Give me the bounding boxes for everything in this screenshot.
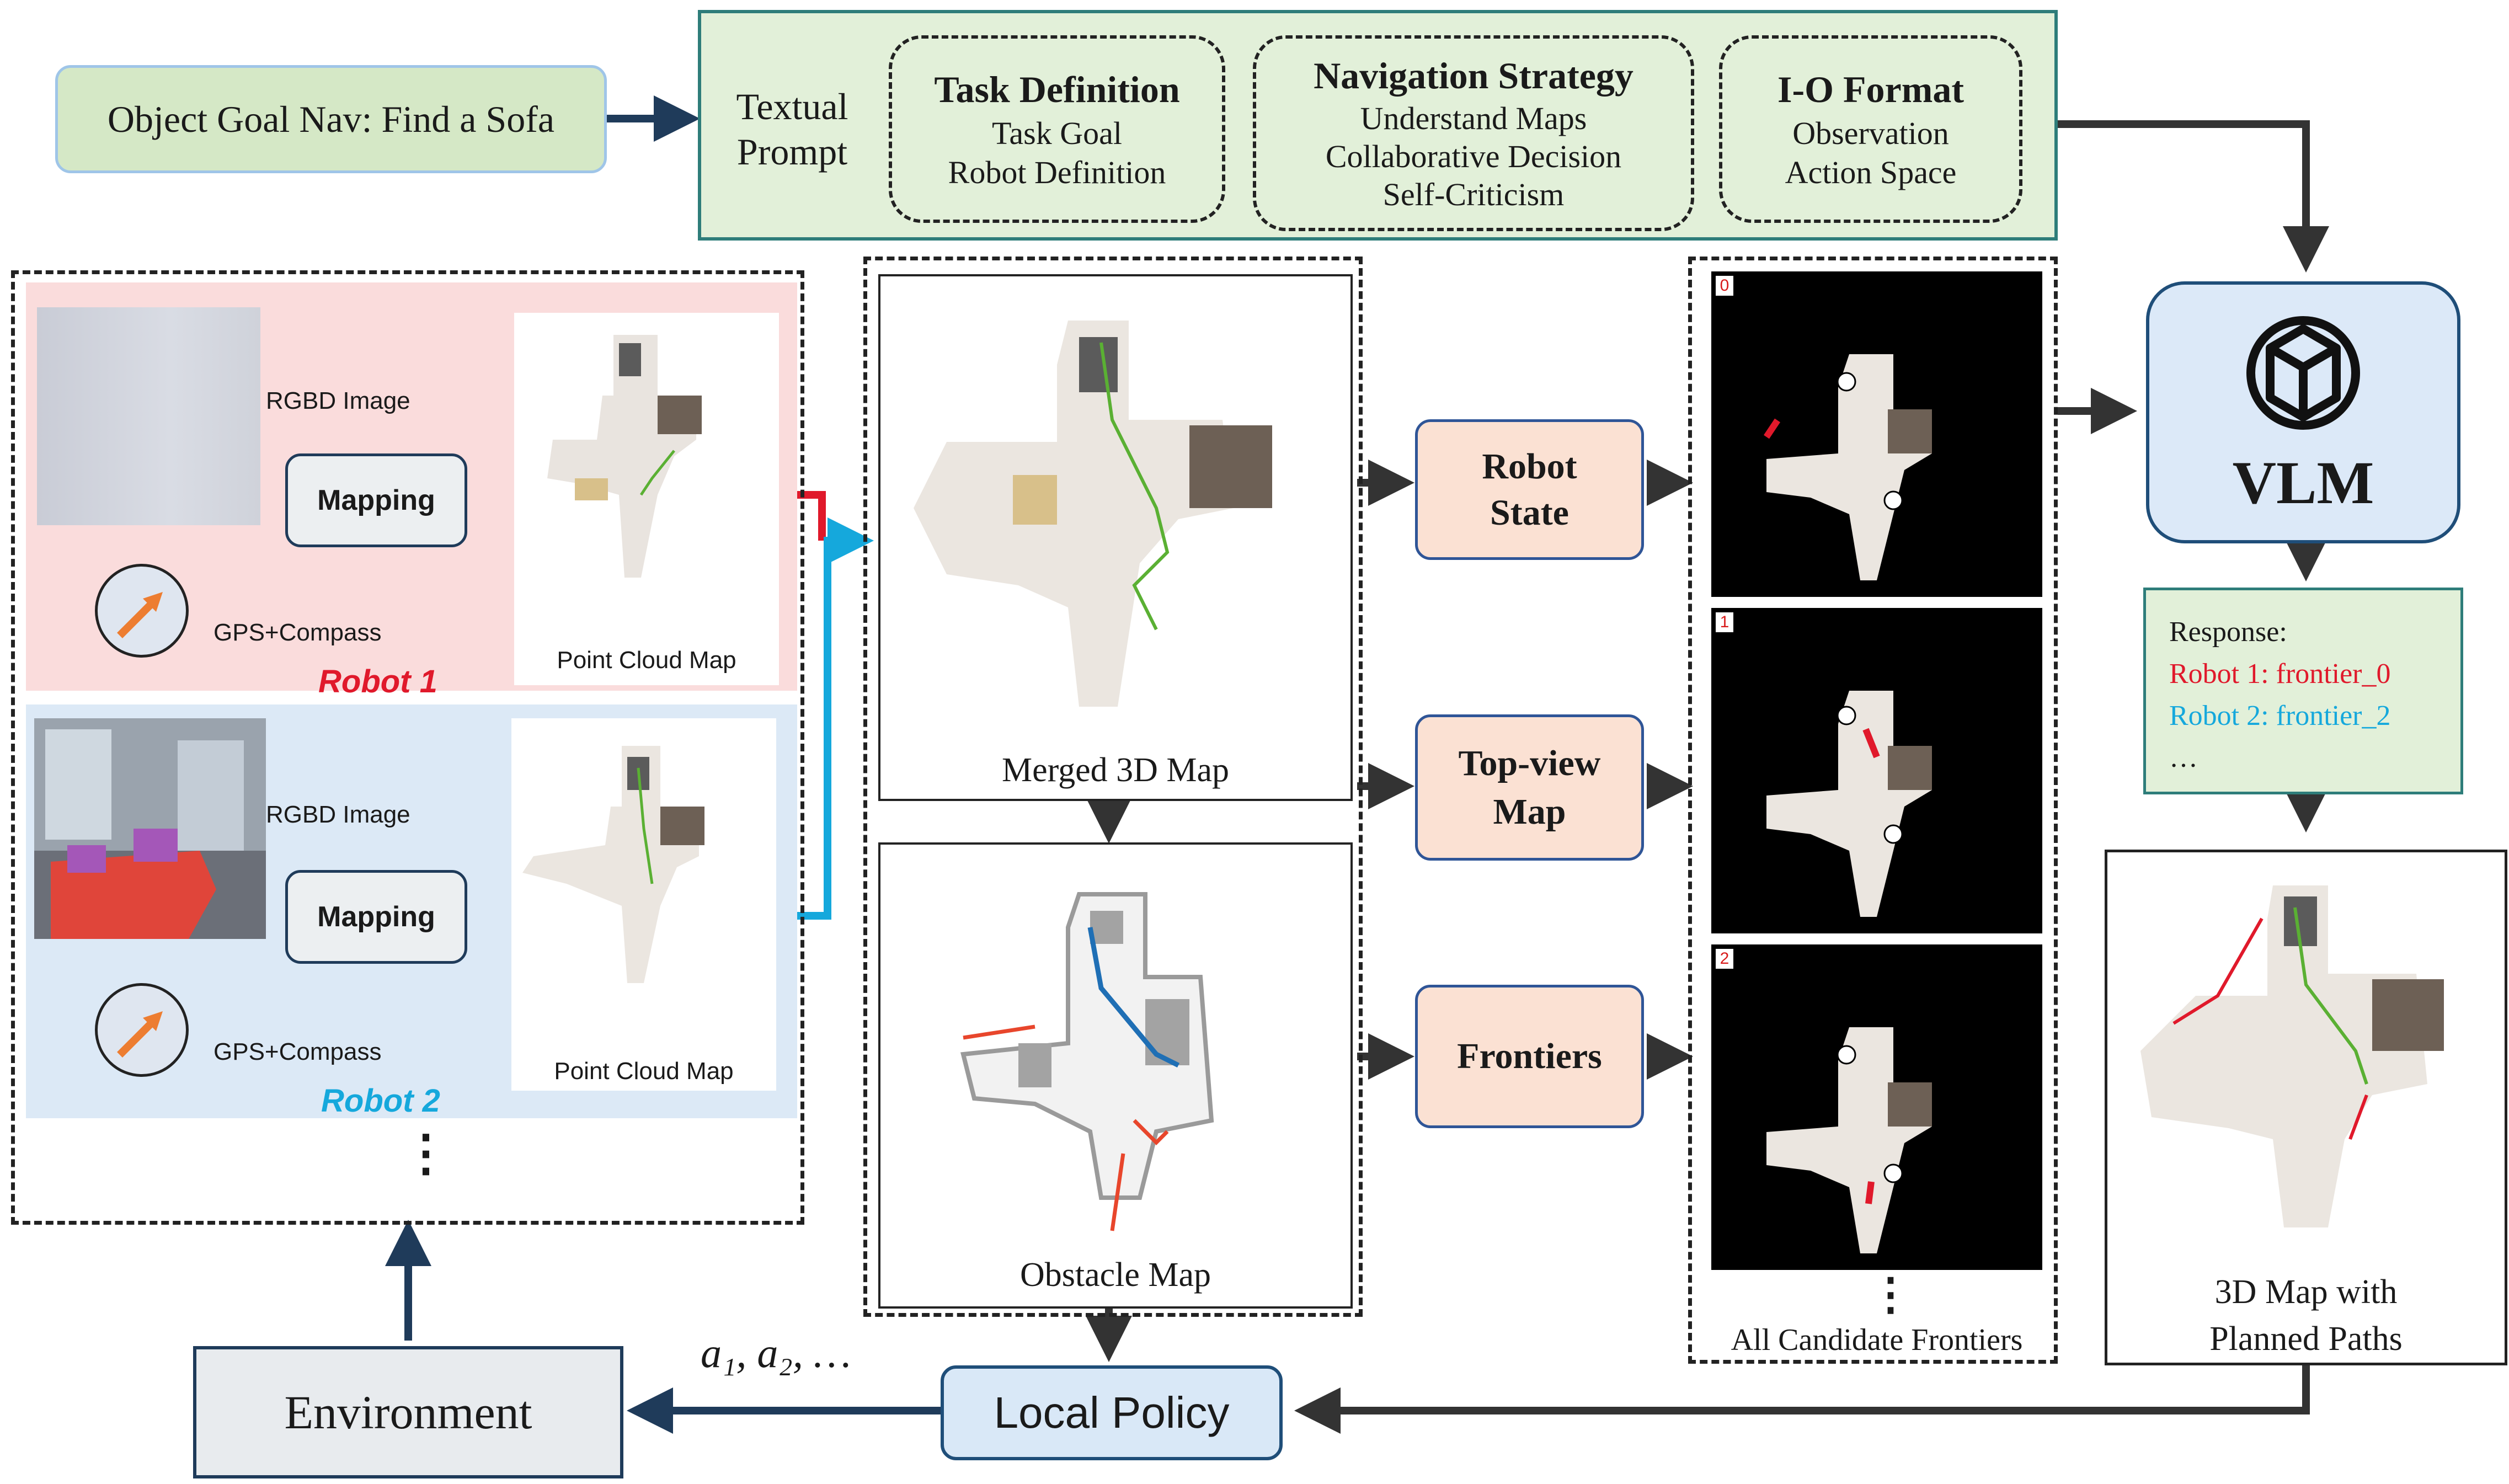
gps-label: GPS+Compass	[213, 1038, 382, 1065]
frontiers-box: Frontiers	[1415, 985, 1644, 1128]
section-item: Action Space	[1785, 154, 1957, 190]
response-line: Robot 1: frontier_0	[2169, 658, 2391, 690]
task-box: Object Goal Nav: Find a Sofa	[55, 65, 607, 173]
section-item: Self-Criticism	[1382, 176, 1565, 212]
robots-container: RGBD Image Mapping GPS+Compass Point Clo…	[11, 270, 804, 1225]
frontier-image	[1766, 1027, 1932, 1253]
frontier-index-tag: 2	[1716, 949, 1733, 969]
map-caption: Point Cloud Map	[554, 1058, 734, 1085]
local-policy-box: Local Policy	[941, 1365, 1283, 1460]
map-column: Merged 3D Map Obstacle Map	[863, 257, 1363, 1317]
frontier-index-tag: 1	[1716, 612, 1733, 632]
robot1-rgbd-thumbnail	[37, 307, 260, 525]
top-view-map-label: Top-view Map	[1458, 743, 1601, 832]
frontier-candidate-1: 1	[1711, 608, 2042, 933]
robot1-panel: RGBD Image Mapping GPS+Compass Point Clo…	[26, 282, 797, 700]
section-io-format: I-O Format Observation Action Space	[1719, 35, 2022, 223]
robot2-name: Robot 2	[321, 1083, 440, 1119]
section-item: Robot Definition	[948, 154, 1166, 190]
section-heading: Task Definition	[934, 68, 1180, 110]
actions-label: a₁, a₂, …	[701, 1330, 851, 1376]
candidate-frontiers-column: 0 1 2 ⋮ All Candidate Frontiers	[1688, 257, 2058, 1364]
frontiers-label: Frontiers	[1457, 1036, 1602, 1076]
arrow-prompt-to-vlm	[2058, 120, 2329, 273]
frontier-image	[1764, 354, 1932, 580]
section-task-definition: Task Definition Task Goal Robot Definiti…	[889, 35, 1225, 223]
section-item: Task Goal	[992, 115, 1122, 151]
response-line: Robot 2: frontier_2	[2169, 700, 2391, 732]
prompt-title: Textual Prompt	[736, 86, 848, 173]
robot2-compass-icon	[95, 983, 189, 1077]
section-item: Understand Maps	[1360, 100, 1587, 136]
wire-robot2-blue	[783, 517, 874, 920]
frontier-index-tag: 0	[1716, 276, 1733, 296]
top-view-map-box: Top-view Map	[1415, 714, 1644, 861]
task-label: Object Goal Nav: Find a Sofa	[107, 98, 555, 140]
section-item: Observation	[1792, 115, 1949, 151]
mapping-label: Mapping	[317, 901, 435, 933]
prompt-panel: Textual Prompt Task Definition Task Goal…	[698, 10, 2058, 241]
vlm-logo-icon	[2246, 316, 2360, 430]
obstacle-map-panel: Obstacle Map	[878, 842, 1353, 1309]
planned-map-image	[2140, 885, 2444, 1227]
environment-label: Environment	[284, 1386, 532, 1439]
robot1-name: Robot 1	[318, 664, 437, 700]
planned-caption-line1: 3D Map with	[2214, 1273, 2398, 1311]
frontier-image	[1766, 691, 1932, 917]
planned-paths-panel: 3D Map with Planned Paths	[2105, 850, 2507, 1365]
robot2-panel: RGBD Image Mapping GPS+Compass Point Clo…	[26, 704, 797, 1119]
section-heading: Navigation Strategy	[1314, 54, 1633, 97]
vlm-label: VLM	[2232, 449, 2374, 516]
frontier-candidate-2: 2	[1711, 944, 2042, 1270]
robot2-mapping-box: Mapping	[285, 870, 467, 964]
obstacle-map-image	[960, 892, 1214, 1231]
response-title: Response:	[2169, 616, 2287, 648]
robot1-mapping-box: Mapping	[285, 453, 467, 547]
map-caption: Point Cloud Map	[557, 647, 736, 674]
local-policy-label: Local Policy	[994, 1388, 1230, 1437]
robot-state-label: Robot State	[1482, 446, 1577, 533]
mapping-label: Mapping	[317, 484, 435, 516]
robot1-compass-icon	[95, 564, 189, 658]
rgbd-label: RGBD Image	[266, 801, 410, 828]
compass-needle	[117, 1011, 163, 1058]
more-robots-ellipsis: ⋮	[401, 1127, 451, 1181]
gps-label: GPS+Compass	[213, 619, 382, 646]
rgbd-scene	[34, 718, 266, 939]
point-cloud-image	[547, 335, 702, 578]
frontier-candidate-0: 0	[1711, 271, 2042, 597]
obstacle-map-caption: Obstacle Map	[1019, 1256, 1211, 1294]
planned-caption-line2: Planned Paths	[2209, 1320, 2403, 1358]
robot2-rgbd-thumbnail	[34, 718, 266, 939]
response-line: …	[2169, 742, 2198, 773]
merged-3d-map-panel: Merged 3D Map	[878, 274, 1353, 801]
section-navigation-strategy: Navigation Strategy Understand Maps Coll…	[1253, 35, 1694, 231]
more-frontiers-ellipsis: ⋮	[1869, 1271, 1913, 1319]
robot1-point-cloud-map: Point Cloud Map	[514, 313, 779, 685]
robot-state-box: Robot State	[1415, 419, 1644, 560]
section-item: Collaborative Decision	[1325, 138, 1622, 174]
arrow-planned-to-policy	[1294, 1365, 2310, 1434]
frontiers-caption: All Candidate Frontiers	[1731, 1323, 2023, 1357]
environment-box: Environment	[193, 1346, 623, 1478]
merged-map-caption: Merged 3D Map	[1001, 751, 1230, 789]
vlm-box: VLM	[2146, 281, 2460, 543]
point-cloud-image	[522, 746, 704, 983]
rgbd-label: RGBD Image	[266, 387, 410, 414]
merged-map-image	[914, 321, 1272, 707]
section-heading: I-O Format	[1777, 68, 1964, 110]
compass-needle	[117, 592, 163, 638]
robot2-point-cloud-map: Point Cloud Map	[511, 718, 776, 1091]
